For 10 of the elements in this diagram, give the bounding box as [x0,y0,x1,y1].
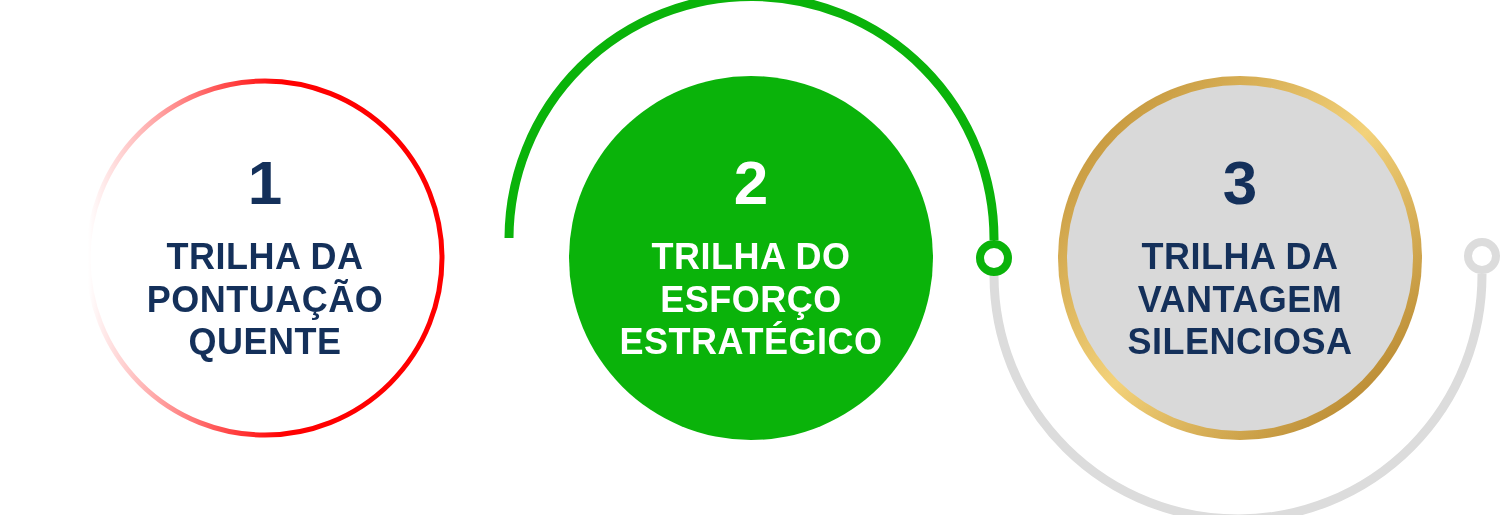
step-title: TRILHA DA VANTAGEM SILENCIOSA [1126,236,1354,364]
step-number: 2 [733,152,769,215]
arc-line [989,273,1487,515]
ring-node [976,240,1012,276]
step-number: 3 [1222,152,1258,215]
step-title: TRILHA DO ESFORÇO ESTRATÉGICO [618,236,884,364]
ring-node [1464,238,1500,274]
step-title: TRILHA DA PONTUAÇÃO QUENTE [145,236,385,364]
step-number: 1 [247,152,283,215]
arc-line [504,0,999,241]
